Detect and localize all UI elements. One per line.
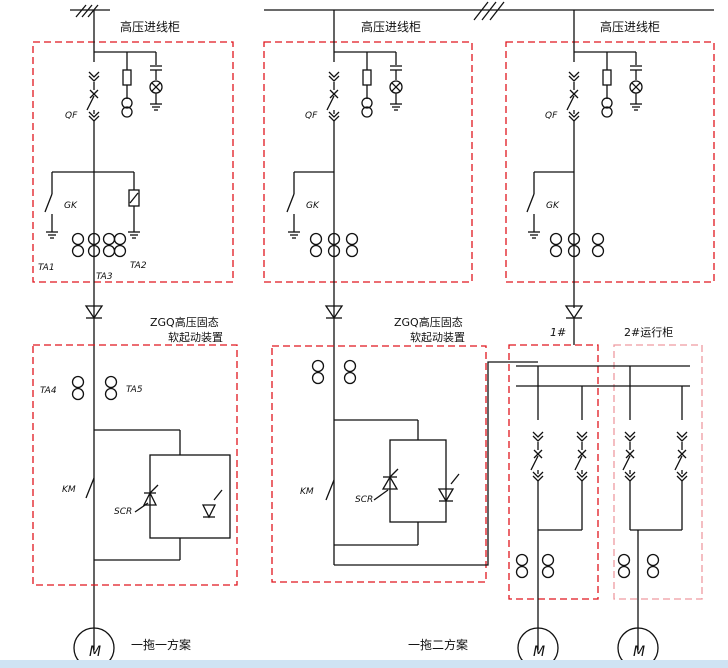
- incoming-cabinet-box-1: [32, 41, 234, 283]
- gk-label-3: GK: [546, 201, 560, 211]
- ta2-label: TA2: [130, 261, 147, 271]
- cabinet-label-1: 1#: [550, 326, 566, 339]
- motor-3: [617, 627, 659, 668]
- ta3-label: TA3: [96, 272, 113, 282]
- qf-label-2: QF: [305, 111, 318, 121]
- soft-starter-subtitle-1: 软起动装置: [168, 330, 223, 344]
- cabinet-label-2: 2#运行柜: [624, 326, 673, 339]
- motor-1: [73, 627, 115, 668]
- qf-label-1: QF: [65, 111, 78, 121]
- incoming-cabinet-title-2: 高压进线柜: [361, 19, 421, 34]
- ta5-label: TA5: [126, 385, 143, 395]
- soft-starter-title-1: ZGQ高压固态: [150, 315, 219, 329]
- incoming-cabinet-box-2: [263, 41, 473, 283]
- bottom-strip: [0, 660, 728, 668]
- cabinet-box-2: [613, 344, 703, 600]
- ta4-label: TA4: [40, 386, 57, 396]
- incoming-cabinet-title-1: 高压进线柜: [120, 19, 180, 34]
- soft-starter-subtitle-2: 软起动装置: [410, 330, 465, 344]
- scheme-label-2: 一拖二方案: [408, 637, 468, 652]
- scr-label-2: SCR: [355, 495, 373, 505]
- qf-label-3: QF: [545, 111, 558, 121]
- motor-label-1: M: [89, 644, 101, 660]
- incoming-cabinet-box-3: [505, 41, 715, 283]
- soft-starter-box-2: [271, 345, 487, 583]
- gk-label-2: GK: [306, 201, 320, 211]
- scheme-label-1: 一拖一方案: [131, 637, 191, 652]
- motor-label-3: M: [633, 644, 645, 660]
- incoming-cabinet-title-3: 高压进线柜: [600, 19, 660, 34]
- soft-starter-box-1: [32, 344, 238, 586]
- gk-label-1: GK: [64, 201, 78, 211]
- motor-label-2: M: [533, 644, 545, 660]
- ta1-label: TA1: [38, 263, 55, 273]
- cabinet-box-1: [508, 344, 599, 600]
- scr-label-1: SCR: [114, 507, 132, 517]
- soft-starter-title-2: ZGQ高压固态: [394, 315, 463, 329]
- km-label-1: KM: [62, 485, 76, 495]
- km-label-2: KM: [300, 487, 314, 497]
- motor-2: [517, 627, 559, 668]
